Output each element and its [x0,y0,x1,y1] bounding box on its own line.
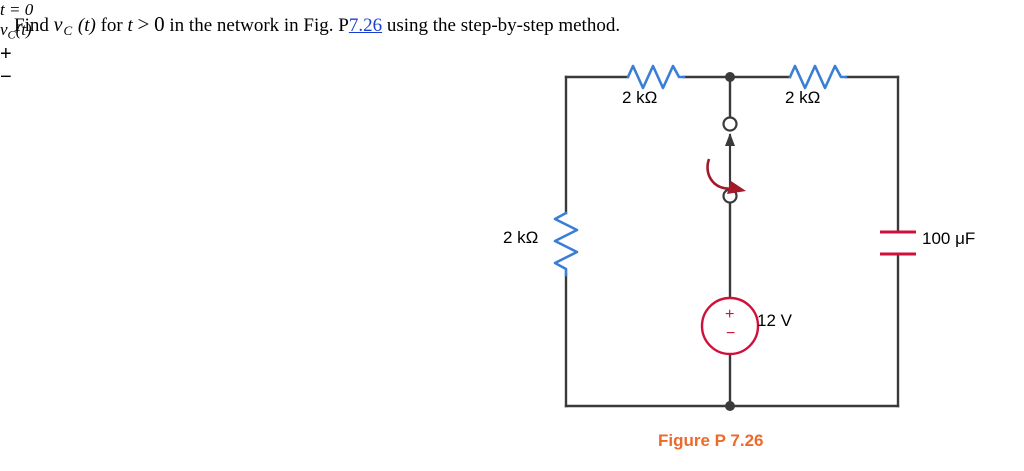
switch-action-arrowhead [727,181,746,194]
question-of-t: (t) [77,15,96,36]
label-resistor-top-left: 2 kΩ [622,88,658,107]
source-plus-sign: + [725,306,735,323]
label-polarity-plus: + [0,42,12,65]
switch-blade-arrowhead [725,133,735,146]
resistor-left [553,211,579,277]
question-condition-val: 0 [154,12,165,36]
question-for-word: for [100,15,123,36]
label-switch-time-text: t = 0 [0,0,34,19]
switch[interactable] [706,116,746,204]
label-capacitor-voltage-of-t: (t) [15,20,32,39]
question-variable-subscript: C [63,23,73,39]
question-condition-var: t [127,15,133,36]
resistor-top-left [626,64,686,90]
question-middle: in the network in Fig. P [169,15,349,36]
node-dot-bottom [725,401,735,411]
node-dot-top [725,72,735,82]
voltage-source [700,296,760,356]
figure-link[interactable]: 7.26 [348,15,383,36]
question-suffix: using the step-by-step method. [386,15,621,36]
capacitor [880,230,916,256]
question-prefix: Find [14,15,49,36]
label-capacitor-voltage-subscript: C [7,27,16,42]
question-condition-rel: > [137,12,150,36]
label-resistor-top-right: 2 kΩ [785,88,821,107]
label-capacitor-voltage-symbol: v [0,20,8,39]
label-capacitor-value: 100 μF [922,229,976,248]
resistor-top-right [788,64,848,90]
label-source-value: 12 V [757,311,792,330]
label-switch-time: t = 0 [0,0,1024,20]
label-polarity-minus: − [0,65,12,88]
question-variable: v [53,14,63,36]
voltage-source-circle [700,296,760,356]
label-capacitor-voltage: vC(t) [0,20,1024,43]
circuit-wires [564,75,900,408]
problem-statement: Find vC (t) for t > 0 in the network in … [14,12,621,39]
switch-terminal-top [722,116,738,132]
source-minus-sign: − [726,325,736,342]
figure-caption: Figure P 7.26 [658,431,764,450]
label-resistor-left: 2 kΩ [503,228,539,247]
